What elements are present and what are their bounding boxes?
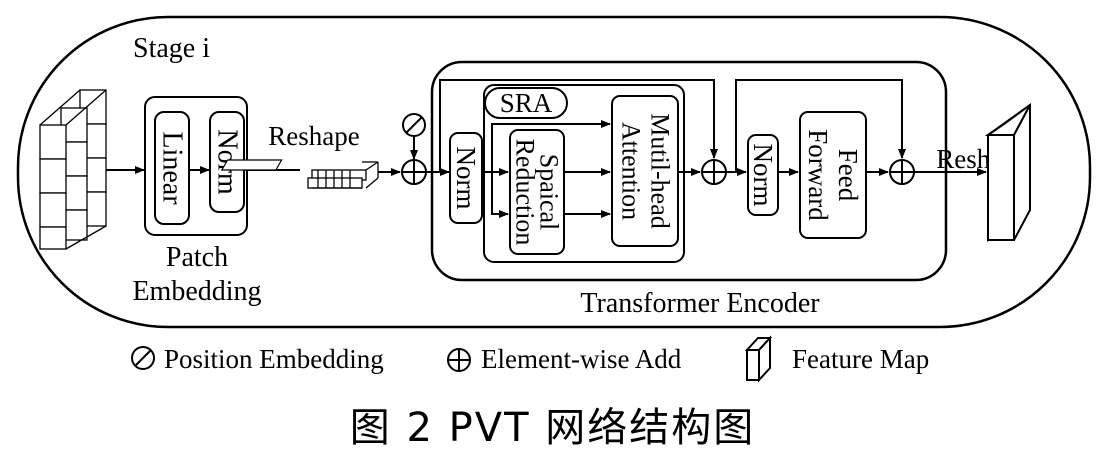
sra-tag [484, 87, 568, 119]
sra-box [483, 84, 685, 263]
stage-label: Stage i [133, 33, 210, 64]
spatial-reduction-line1: Spaical [535, 154, 564, 231]
norm1-label: Norm [451, 147, 481, 210]
patch-embedding-label-line2: Embedding [132, 276, 261, 307]
norm2-box [747, 134, 779, 216]
spatial-reduction-line2: Reduction [511, 139, 540, 246]
stage-frame [16, 15, 1092, 329]
patch-embedding-label-line1: Patch [166, 242, 228, 273]
legend-feature-map-icon [744, 335, 773, 383]
legend-feature-map-label: Feature Map [792, 344, 929, 374]
transformer-encoder-label: Transformer Encoder [580, 288, 820, 319]
figure-caption: 图 2 PVT 网络结构图 [349, 405, 756, 451]
legend-position-embedding-label: Position Embedding [164, 344, 384, 374]
token-sequence-icon [220, 159, 379, 189]
feed-forward-box [799, 111, 867, 239]
sra-label: SRA [500, 88, 553, 118]
legend-element-wise-add-icon [447, 348, 471, 372]
norm1-box [449, 132, 483, 224]
linear-box [154, 111, 190, 225]
legend-position-embedding-icon [131, 346, 155, 370]
add-symbol-3-icon [889, 159, 915, 185]
add-symbol-2-icon [701, 159, 727, 185]
feed-forward-line1: Feed [833, 149, 863, 202]
feed-forward-line2: Forward [803, 129, 833, 221]
attention-line2: Attention [617, 122, 646, 220]
attention-line1: Mutil-head [646, 113, 675, 229]
norm2-label: Norm [748, 144, 778, 207]
add-symbol-1-icon [401, 159, 427, 185]
legend-element-wise-add-label: Element-wise Add [481, 344, 682, 374]
spatial-reduction-box [509, 129, 565, 255]
input-patch-grid-icon [39, 89, 107, 250]
linear-label: Linear [157, 131, 188, 205]
reshape-in-label: Reshape [268, 121, 359, 151]
output-feature-map-icon [984, 103, 1031, 242]
position-embedding-icon [402, 113, 426, 137]
